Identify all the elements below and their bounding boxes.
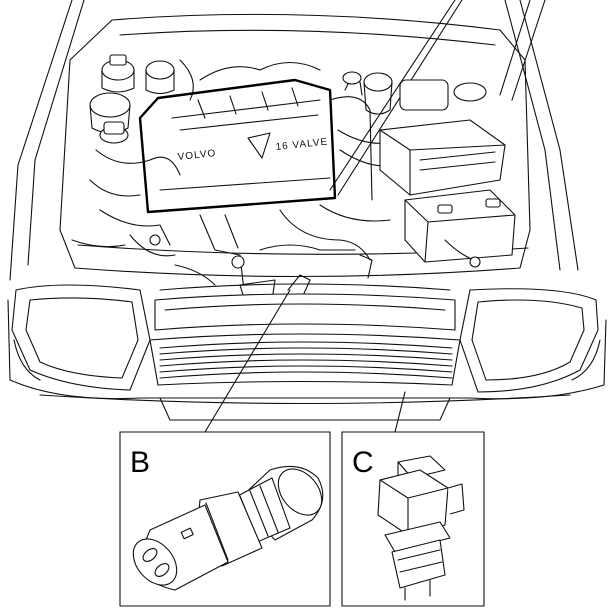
valve-count-text: 16 VALVE — [275, 137, 329, 153]
callout-box-c: C — [341, 431, 485, 607]
right-components — [359, 72, 516, 279]
callout-box-b: B — [119, 431, 331, 607]
volvo-brand-text: VOLVO — [177, 148, 217, 163]
left-reservoirs — [71, 54, 194, 257]
callout-label-c: C — [352, 446, 374, 479]
engine-hoses — [174, 62, 421, 303]
front-end — [7, 283, 607, 421]
engine-cover: VOLVO 16 VALVE — [138, 78, 337, 214]
callout-leaders — [204, 289, 406, 433]
temperature-sensor — [132, 465, 324, 591]
callout-label-b: B — [130, 446, 150, 479]
sensor-connector — [377, 455, 465, 601]
